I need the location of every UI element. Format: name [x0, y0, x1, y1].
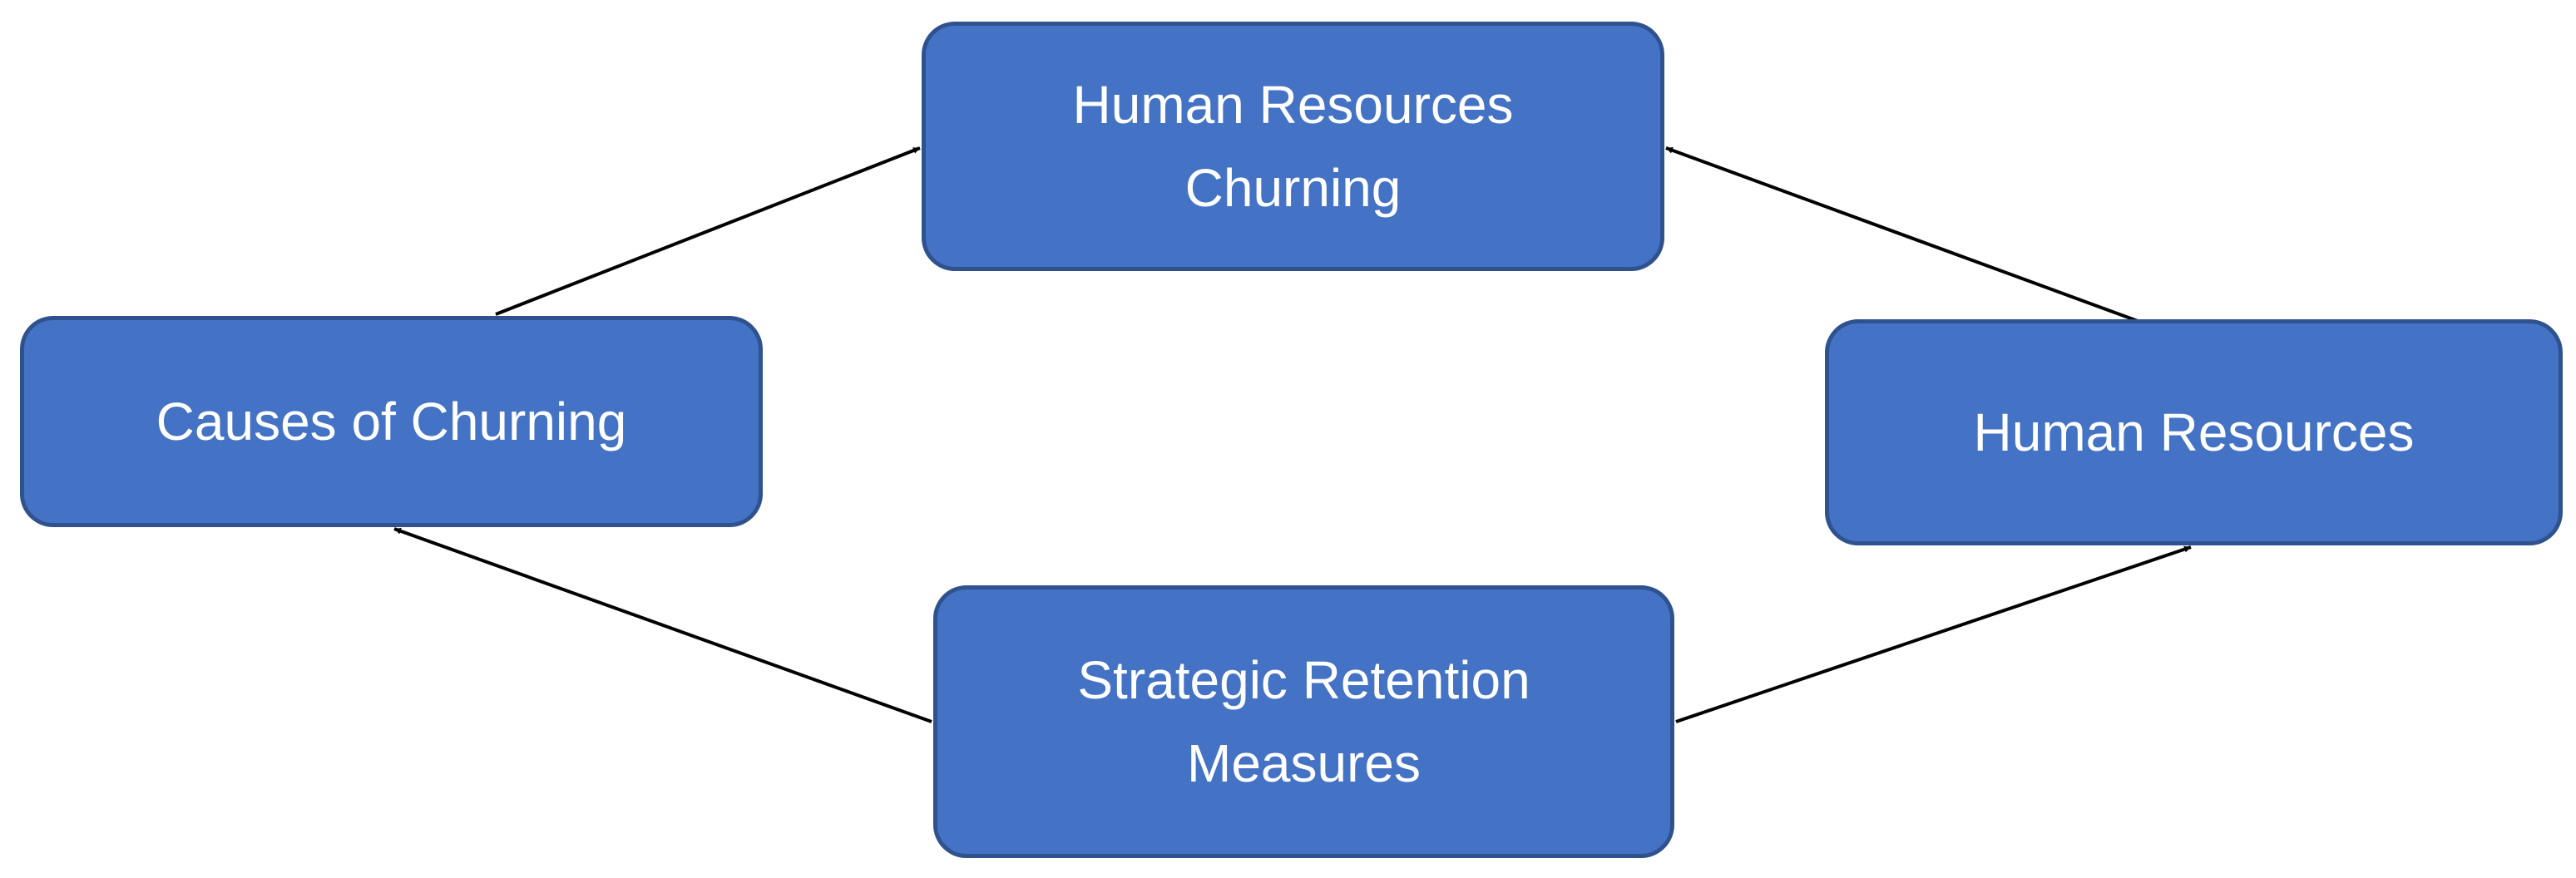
arrow-hr-to-hr-churning [1665, 146, 2138, 323]
arrow-retention-to-hr [1675, 545, 2192, 723]
node-human-resources: Human Resources [1825, 319, 2563, 545]
node-label: Human Resources [1973, 402, 2415, 462]
arrow-causes-to-hr-churning [495, 146, 921, 316]
node-label: Causes of Churning [156, 392, 627, 451]
node-causes-of-churning: Causes of Churning [20, 316, 763, 527]
node-human-resources-churning: Human Resources Churning [922, 22, 1664, 271]
node-strategic-retention-measures: Strategic Retention Measures [933, 585, 1674, 858]
arrow-retention-to-causes [393, 527, 932, 723]
node-label: Human Resources Churning [1072, 75, 1514, 218]
node-label: Strategic Retention Measures [1077, 650, 1530, 793]
